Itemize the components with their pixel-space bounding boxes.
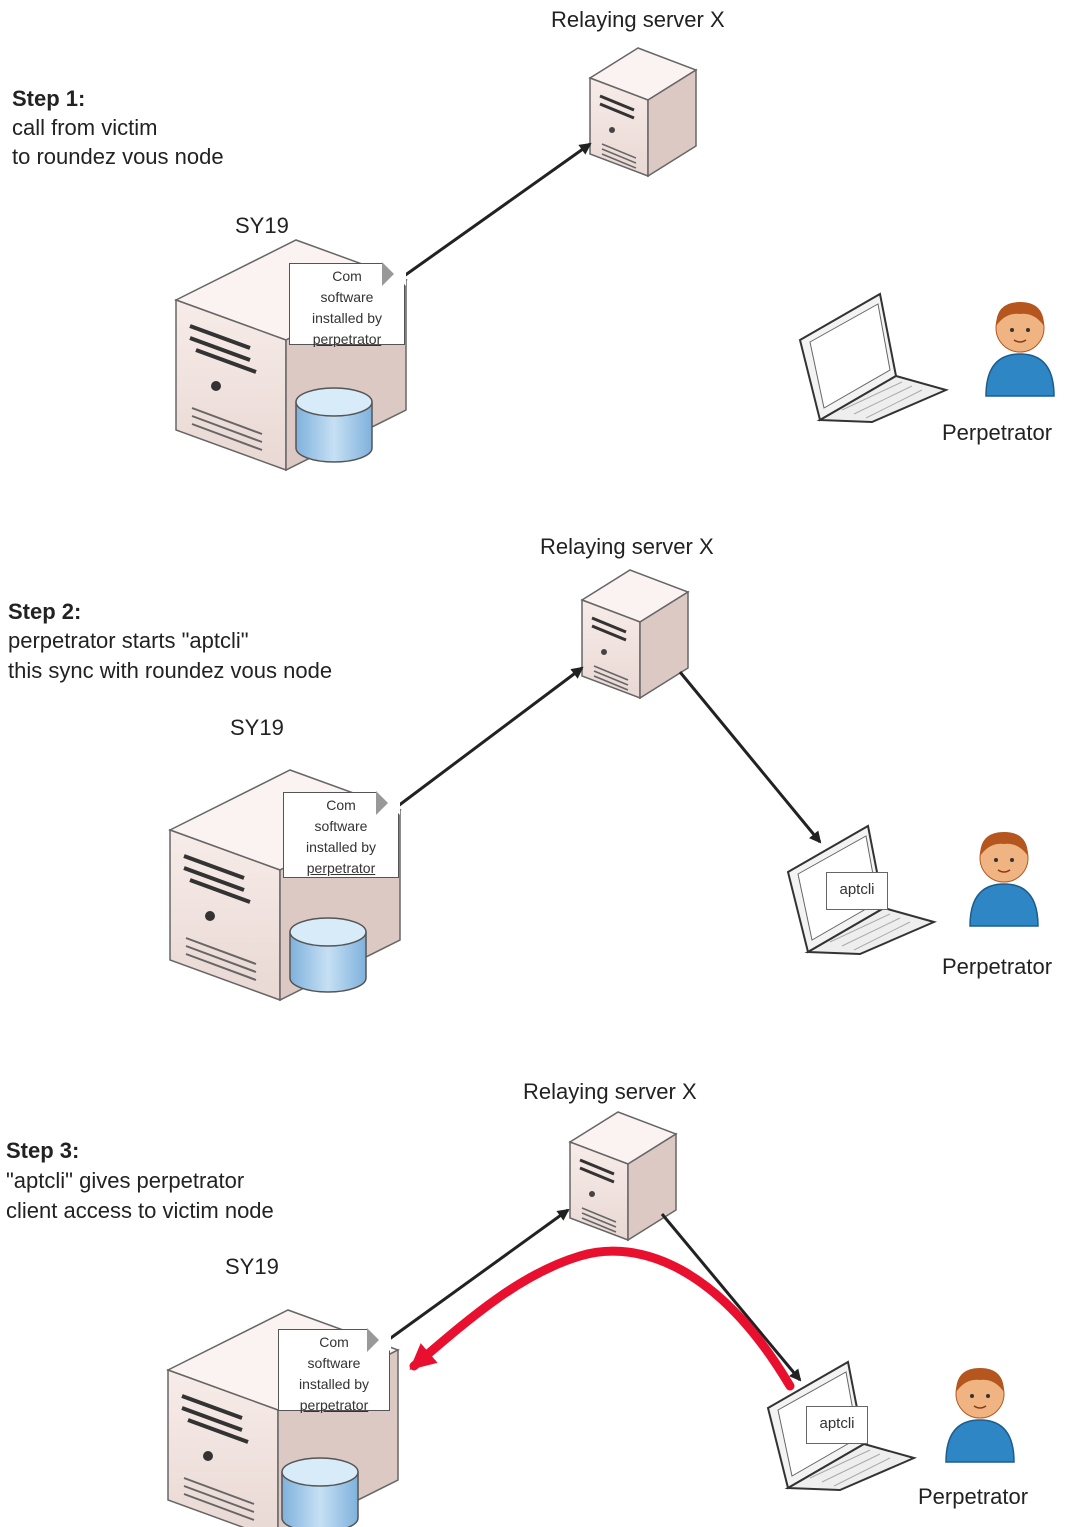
relaying-server-label: Relaying server X — [551, 7, 725, 32]
arrow-victim-to-relay — [403, 142, 592, 278]
victim-node-label: SY19 — [225, 1254, 279, 1279]
step-2-panel: Step 2: perpetrator starts "aptcli" this… — [0, 530, 1071, 1039]
note-line: installed by — [298, 1376, 370, 1392]
database-cylinder-icon — [281, 1457, 359, 1527]
arrow-relay-to-laptop — [660, 1213, 802, 1382]
relaying-server-label: Relaying server X — [523, 1079, 697, 1104]
relaying-server-icon — [580, 569, 690, 700]
perpetrator-person-icon — [969, 832, 1039, 927]
database-cylinder-icon — [289, 917, 367, 993]
aptcli-document: aptcli — [806, 1406, 868, 1444]
note-line: software — [307, 1355, 361, 1371]
step-3-panel: Step 3: "aptcli" gives perpetrator clien… — [0, 1018, 1071, 1527]
client-access-arrow — [409, 1246, 795, 1391]
relaying-server-label: Relaying server X — [540, 534, 714, 559]
note-line: software — [314, 818, 368, 834]
step-title: Step 3: — [6, 1138, 80, 1163]
com-software-note: Com software installed by perpetrator — [289, 262, 406, 347]
perpetrator-person-icon — [985, 302, 1055, 397]
relaying-server-icon — [568, 1111, 678, 1242]
step-title: Step 2: — [8, 599, 82, 624]
perpetrator-person-icon — [945, 1368, 1015, 1463]
database-cylinder-icon — [295, 387, 373, 463]
arrow-victim-to-relay — [397, 666, 584, 808]
arrow-victim-to-relay — [387, 1208, 570, 1342]
step-1-panel: Step 1: call from victim to roundez vous… — [0, 0, 1071, 509]
perpetrator-label: Perpetrator — [942, 420, 1053, 445]
note-line: installed by — [311, 310, 383, 326]
note-line: perpetrator — [299, 1397, 369, 1413]
note-line: Com — [332, 268, 362, 284]
step-1-diagram — [174, 47, 1055, 472]
com-software-note: Com software installed by perpetrator — [283, 791, 400, 878]
arrow-relay-to-laptop — [678, 671, 822, 844]
step-description-line: to roundez vous node — [12, 144, 224, 169]
step-description-line: this sync with roundez vous node — [8, 658, 333, 683]
com-software-note: Com software installed by perpetrator — [278, 1328, 391, 1413]
step-2-diagram — [168, 569, 1039, 1002]
note-line: software — [320, 289, 374, 305]
step-title: Step 1: — [12, 86, 86, 111]
step-description-line: "aptcli" gives perpetrator — [6, 1168, 245, 1193]
laptop-icon — [798, 292, 949, 424]
step-description-line: perpetrator starts "aptcli" — [8, 628, 249, 653]
perpetrator-label: Perpetrator — [918, 1484, 1029, 1509]
relaying-server-icon — [588, 47, 698, 178]
note-line: perpetrator — [306, 860, 376, 876]
aptcli-document: aptcli — [826, 872, 888, 910]
note-line: perpetrator — [312, 331, 382, 347]
note-line: installed by — [305, 839, 377, 855]
victim-node-label: SY19 — [230, 715, 284, 740]
step-description-line: call from victim — [12, 115, 158, 140]
step-description-line: client access to victim node — [6, 1198, 274, 1223]
victim-node-label: SY19 — [235, 213, 289, 238]
note-line: Com — [319, 1334, 349, 1350]
perpetrator-label: Perpetrator — [942, 954, 1053, 979]
note-line: Com — [326, 797, 356, 813]
